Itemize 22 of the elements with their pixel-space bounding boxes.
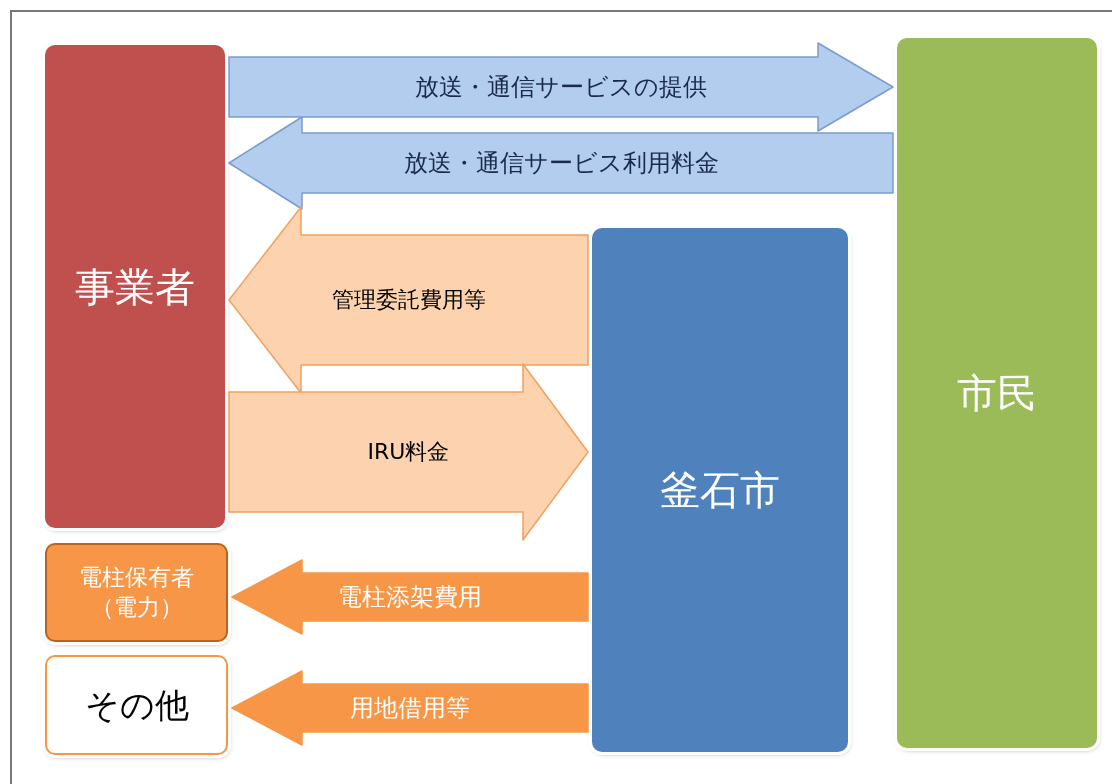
edge-label: 電柱添架費用 bbox=[338, 582, 482, 613]
entity-name: その他 bbox=[84, 683, 189, 727]
entity-box bbox=[45, 655, 228, 755]
edge-label: 管理委託費用等 bbox=[331, 286, 486, 314]
edge-label: 放送・通信サービスの提供 bbox=[415, 72, 707, 103]
edge-label: 放送・通信サービス利用料金 bbox=[403, 148, 719, 179]
edge-label: 用地借用等 bbox=[350, 693, 470, 724]
block-arrow bbox=[228, 363, 589, 541]
entity-name: 釜石市 bbox=[660, 466, 780, 515]
block-arrow bbox=[231, 670, 589, 746]
entity-box bbox=[45, 45, 225, 528]
entity-box bbox=[897, 38, 1097, 748]
entity-name: 事業者 bbox=[75, 262, 195, 312]
entity-name: 電柱保有者（電力） bbox=[78, 562, 195, 622]
entity-box bbox=[592, 228, 848, 752]
block-arrow bbox=[231, 559, 589, 635]
entity-name: 市民 bbox=[957, 369, 1037, 418]
entity-box bbox=[45, 543, 228, 642]
block-arrow bbox=[228, 42, 894, 132]
block-arrow bbox=[228, 206, 589, 394]
block-arrow bbox=[228, 116, 894, 210]
edge-label: IRU料金 bbox=[367, 438, 450, 466]
